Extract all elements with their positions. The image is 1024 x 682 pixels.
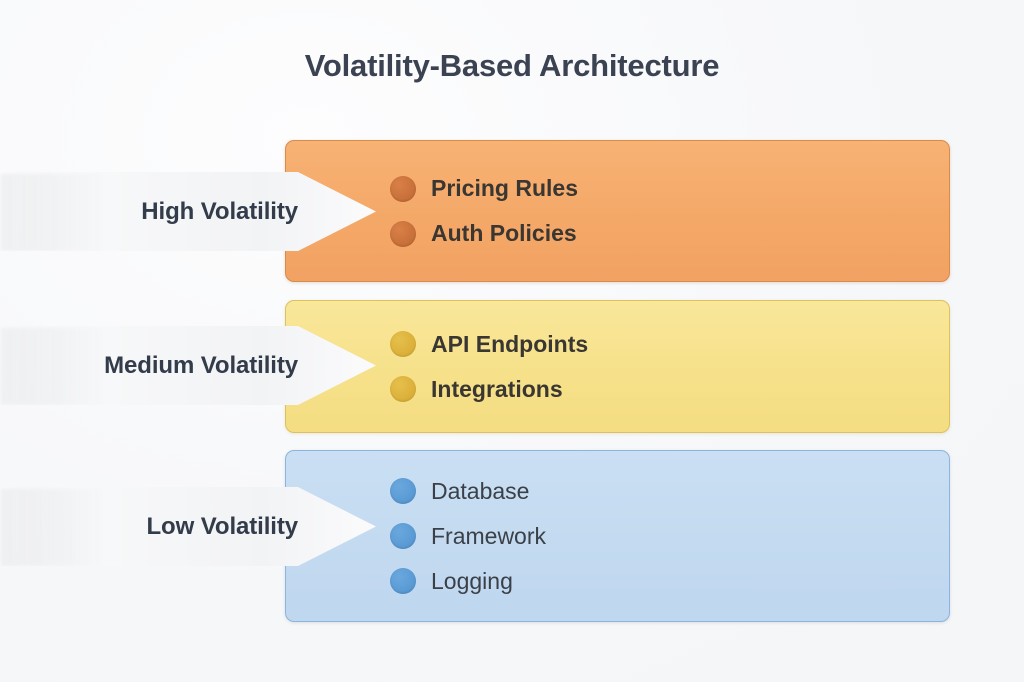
bullet-dot-icon — [390, 523, 416, 549]
list-item-label: Integrations — [431, 375, 563, 402]
list-item[interactable]: Database — [390, 469, 546, 514]
bullet-dot-icon — [390, 568, 416, 594]
list-item-label: Database — [431, 477, 530, 504]
list-item[interactable]: API Endpoints — [390, 322, 588, 367]
bullet-dot-icon — [390, 331, 416, 357]
list-item[interactable]: Auth Policies — [390, 211, 578, 256]
list-item[interactable]: Logging — [390, 559, 546, 604]
list-item-label: Logging — [431, 567, 513, 594]
page-title: Volatility-Based Architecture — [304, 48, 720, 83]
list-item[interactable]: Integrations — [390, 367, 588, 412]
item-list-high: Pricing Rules Auth Policies — [390, 141, 578, 281]
callout-arrow-label: Low Volatility — [146, 512, 299, 540]
list-item-label: Pricing Rules — [431, 175, 578, 201]
bullet-dot-icon — [390, 175, 416, 202]
callout-arrow-label: Medium Volatility — [104, 351, 298, 379]
bullet-dot-icon — [390, 220, 416, 247]
item-list-low: Database Framework Logging — [390, 451, 546, 621]
volatility-band-medium[interactable]: API Endpoints Integrations — [285, 300, 950, 433]
bullet-dot-icon — [390, 478, 416, 504]
callout-arrow-low[interactable]: Low Volatility — [0, 487, 376, 566]
volatility-band-high[interactable]: Pricing Rules Auth Policies — [285, 140, 950, 282]
list-item-label: Framework — [431, 522, 547, 549]
callout-arrow-label: High Volatility — [141, 197, 298, 225]
item-list-medium: API Endpoints Integrations — [390, 301, 588, 432]
list-item-label: Auth Policies — [431, 220, 577, 246]
list-item[interactable]: Pricing Rules — [390, 166, 578, 211]
callout-arrow-medium[interactable]: Medium Volatility — [0, 326, 376, 405]
list-item[interactable]: Framework — [390, 514, 546, 559]
callout-arrow-high[interactable]: High Volatility — [0, 172, 376, 251]
bullet-dot-icon — [390, 376, 416, 402]
list-item-label: API Endpoints — [431, 330, 589, 357]
volatility-band-low[interactable]: Database Framework Logging — [285, 450, 950, 622]
